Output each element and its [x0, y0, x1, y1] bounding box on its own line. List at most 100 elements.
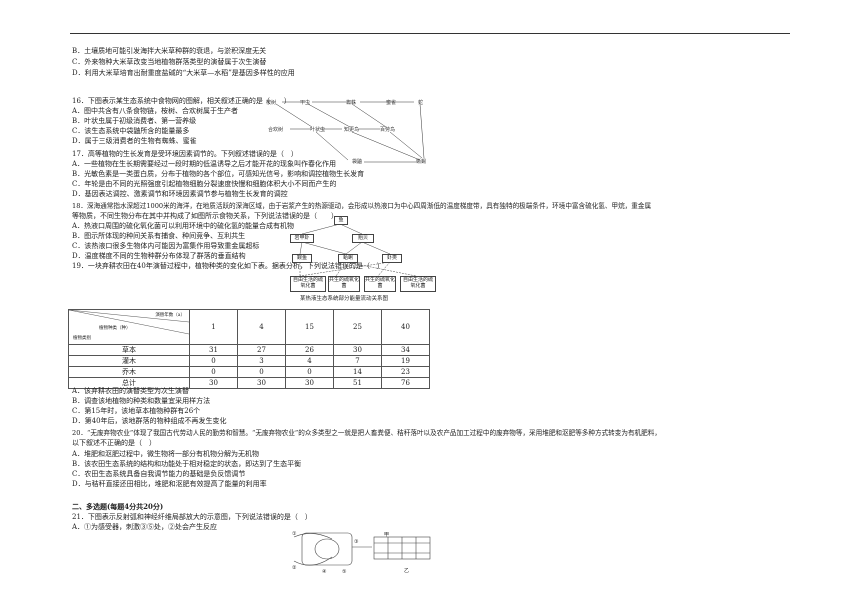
reflex-arc-diagram: 甲 乙 ① ② ③ ④ ⑤ — [292, 527, 437, 585]
table-cell: 0 — [189, 355, 238, 367]
text-line: C．第15年时，该地草本植物种群有26个 — [72, 407, 201, 415]
corner-diagonals — [69, 310, 189, 335]
question-18: 18．深海通常指水深超过1000米的海洋，在地质活跃的深海区域，由于岩浆产生的热… — [72, 202, 652, 210]
year-cell: 25 — [333, 309, 382, 345]
node-eucalyptus: 桉树 — [266, 100, 277, 106]
table-cell: 0 — [285, 366, 334, 378]
vent-low-node: 蛤蜊 — [338, 254, 358, 263]
row-label: 灌木 — [68, 355, 190, 367]
text-line: C．农田生态系统具备自我调节能力的基础是负反馈调节 — [72, 470, 246, 478]
year-cell: 4 — [237, 309, 286, 345]
question-16: 16．下图表示某生态系统中食物网的图解，相关叙述正确的是（ ） — [72, 97, 291, 105]
text-line: C．年轮是由不同的光照强度引起植物细胞分裂速度快慢和细胞体积大小不同而产生的 — [72, 180, 337, 188]
header-category-label: 植物类别 — [73, 336, 91, 341]
text-line: B．叶状虫属于初级消费者、第一营养级 — [72, 117, 197, 125]
vent-low-node: 虾类 — [382, 254, 402, 263]
label-4: ④ — [322, 569, 327, 575]
vent-mid-node: 岩甲虾 — [290, 234, 314, 243]
vent-top-node: 鱼 — [334, 216, 348, 225]
header-rule — [70, 33, 790, 34]
table-cell: 27 — [237, 344, 286, 356]
node-leaf-insect: 叶状虫 — [310, 127, 326, 133]
text-line: D．温度梯度不同的生物种群分布体现了群落的垂直结构 — [72, 252, 246, 260]
text-line: A．堆肥和沤肥过程中，微生物将一部分有机物分解为无机物 — [72, 450, 260, 458]
question-17: 17．高等植物的生长发育是受环境因素调节的。下列叙述错误的是（ ） — [72, 150, 298, 158]
node-beetle: 甲虫 — [300, 100, 311, 106]
text-line: B．光敏色素是一类蛋白质，分布于植物的各个部位，可感知光信号，影响和调控植物生长… — [72, 170, 365, 178]
text-line: A．热液口周围的硫化氧化菌可以利用环境中的硫化氢的能量合成有机物 — [72, 222, 295, 230]
food-web-arrows — [275, 101, 425, 163]
table-row: 总计 30 30 30 51 76 — [68, 377, 430, 389]
table-cell: 0 — [189, 366, 238, 378]
question-19: 19．一块弃耕农田在40年演替过程中，植物种类的变化如下表。据表分析，下列说法错… — [72, 262, 384, 270]
vent-bacteria-node: 自由生活的硫氧化菌 — [400, 276, 436, 292]
node-quoll: 袋鼬 — [352, 159, 363, 165]
node-shrike: 百劳鸟 — [380, 127, 396, 133]
node-albizia: 合欢树 — [268, 127, 284, 133]
table-cell: 26 — [285, 344, 334, 356]
succession-table: 演替年数（a） 植物种类（种） 植物类别 1 4 15 25 40 草本 31 … — [68, 309, 430, 389]
text-line: 以下叙述不正确的是（ ） — [72, 439, 156, 447]
text-line: 等物质，不同生物分布在其中并构成了如图所示食物关系，下列说法错误的是（ ） — [72, 212, 338, 220]
table-cell: 3 — [237, 355, 286, 367]
label-yi: 乙 — [404, 568, 410, 574]
question-21: 21．下图表示反射弧和神经纤维局部放大的示意图，下列说法错误的是（ ） — [72, 513, 312, 521]
label-2: ② — [292, 565, 297, 571]
label-jia: 甲 — [384, 532, 390, 538]
vent-low-node: 鳗鱼 — [292, 254, 312, 263]
table-cell: 30 — [189, 377, 238, 389]
text-line: A．该弃耕农田的演替类型为次生演替 — [72, 387, 190, 395]
vent-food-diagram: 鱼 岩甲虾 贻贝 鳗鱼 蛤蜊 虾类 自由生活的硫氧化菌 共生的硫氧化菌 共生的硫… — [290, 216, 450, 308]
table-cell: 51 — [333, 377, 382, 389]
vent-arrows — [299, 223, 417, 277]
vent-mid-node: 贻贝 — [352, 234, 374, 243]
node-spider: 蜘蛛 — [346, 100, 357, 106]
label-1: ① — [292, 531, 297, 537]
text-line: B．调查该地植物的种类和数量宜采用样方法 — [72, 397, 211, 405]
vent-caption: 某热液生态系统部分能量流动关系图 — [300, 296, 389, 302]
section-title: 二、多选题(每题4分共20分) — [72, 502, 164, 511]
text-line: B．图示所体现的种间关系有捕食、种间竞争、互利共生 — [72, 232, 246, 240]
table-cell: 19 — [381, 355, 430, 367]
text-line: B．该农田生态系统的结构和功能处于相对稳定的状态，即达到了生态平衡 — [72, 460, 302, 468]
table-row: 乔木 0 0 0 14 23 — [68, 366, 430, 378]
food-web-diagram: 桉树 甲虫 蜘蛛 蜜雀 蛇 合欢树 叶状虫 知更鸟 百劳鸟 袋鼬 蜥蜴 — [266, 96, 443, 176]
question-20: 20．“无废弃物农业”体现了我国古代劳动人民的勤劳和智慧。“无废弃物农业”的众多… — [72, 429, 661, 437]
year-cell: 1 — [189, 309, 238, 345]
reflex-arc-drawing — [293, 532, 431, 566]
node-honeyeater: 蜜雀 — [386, 100, 397, 106]
table-cell: 30 — [285, 377, 334, 389]
table-cell: 4 — [285, 355, 334, 367]
text-line: D．利用大米草培育出耐重度盐碱的“大米草—水稻”是基因多样性的应用 — [72, 69, 295, 77]
text-line: C．该热液口很多生物体内可能因为富集作用导致重金属超标 — [72, 242, 260, 250]
text-line: A．①为感受器，刺激③⑤处，②处会产生反应 — [72, 523, 218, 531]
node-lizard: 蜥蜴 — [416, 159, 427, 165]
year-cell: 15 — [285, 309, 334, 345]
text-line: A．图中共含有八条食物链，桉树、合欢树属于生产者 — [72, 107, 239, 115]
text-line: D．基因表达调控、激素调节和环境因素调节参与植物生长发育的调控 — [72, 190, 288, 198]
table-cell: 14 — [333, 366, 382, 378]
table-header-corner: 演替年数（a） 植物种类（种） 植物类别 — [68, 309, 190, 345]
text-line: C．该生态系统中袋鼬所含的能量最多 — [72, 127, 190, 135]
node-robin: 知更鸟 — [344, 127, 360, 133]
text-line: A．一些植物在生长期需要经过一段时期的低温诱导之后才能开花的现象叫作春化作用 — [72, 160, 337, 168]
table-cell: 30 — [237, 377, 286, 389]
text-line: B．土壤质地可能引发海拌大米草种群的衰退，与淤积深度无关 — [72, 47, 267, 55]
text-line: D．与秸秆直接还田相比，堆肥和沤肥有效提高了能量的利用率 — [72, 480, 267, 488]
table-cell: 34 — [381, 344, 430, 356]
vent-bacteria-node: 共生的硫氧化菌 — [328, 276, 360, 292]
label-3: ③ — [354, 539, 359, 545]
year-cell: 40 — [381, 309, 430, 345]
table-row: 灌木 0 3 4 7 19 — [68, 355, 430, 367]
row-label: 乔木 — [68, 366, 190, 378]
table-row: 草本 31 27 26 30 34 — [68, 344, 430, 356]
vent-bacteria-node: 自由生活的硫氧化菌 — [290, 276, 326, 292]
table-cell: 0 — [237, 366, 286, 378]
vent-bacteria-node: 共生的硫氧化菌 — [364, 276, 396, 292]
table-cell: 23 — [381, 366, 430, 378]
label-5: ⑤ — [342, 569, 347, 575]
header-species-label: 植物种类（种） — [99, 326, 131, 331]
text-line: D．属于三级消费者的生物有蜘蛛、蜜雀 — [72, 137, 197, 145]
text-line: C．外来物种大米草改变当地植物群落类型的演替属于次生演替 — [72, 58, 267, 66]
